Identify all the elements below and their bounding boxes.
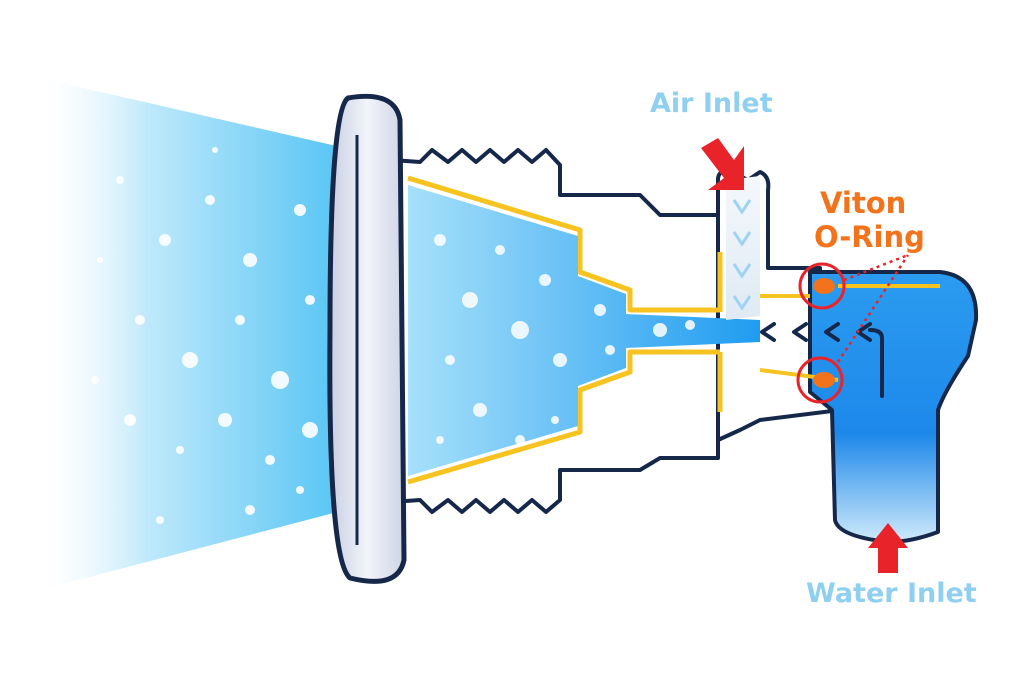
spray-droplets bbox=[91, 147, 318, 524]
air-inlet-label: Air Inlet bbox=[650, 88, 773, 119]
o-ring-top bbox=[813, 278, 835, 294]
o-ring-callout-bottom bbox=[796, 356, 844, 404]
o-ring-bottom bbox=[813, 372, 835, 388]
air-inlet-tube bbox=[726, 176, 760, 320]
o-ring-callout-top bbox=[798, 262, 846, 310]
air-flow-arrows bbox=[732, 199, 752, 311]
face-plate bbox=[327, 93, 407, 584]
water-flow-arrows bbox=[760, 322, 884, 398]
water-cone bbox=[408, 185, 760, 476]
yellow-gasket-outline bbox=[407, 175, 720, 485]
red-down-arrow-icon bbox=[701, 138, 744, 190]
water-inlet-label: Water Inlet bbox=[806, 578, 977, 609]
viton-label: Viton bbox=[820, 186, 907, 220]
water-spray bbox=[40, 78, 345, 590]
cone-bubbles bbox=[434, 234, 695, 445]
water-elbow bbox=[808, 270, 979, 544]
red-up-arrow-icon bbox=[868, 523, 908, 573]
o-ring-label: O-Ring bbox=[814, 220, 925, 254]
callout-leader-lines bbox=[836, 253, 910, 363]
